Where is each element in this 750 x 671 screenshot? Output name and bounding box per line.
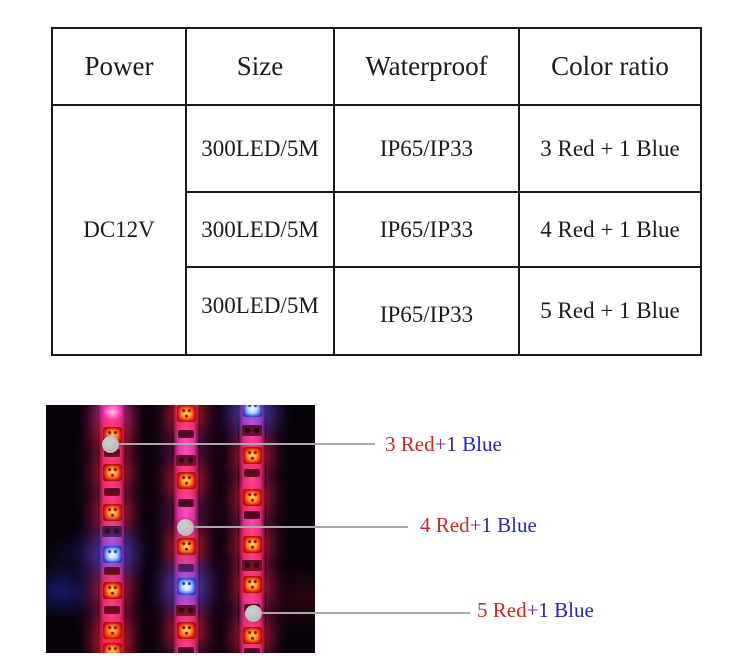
callout-blue-text: 1 Blue xyxy=(446,432,502,456)
solder-pads xyxy=(242,424,262,436)
led-chip-red xyxy=(102,621,122,639)
component-mark xyxy=(244,511,260,519)
led-strip-photo xyxy=(46,405,315,653)
led-chip-red xyxy=(176,621,196,639)
header-color-ratio: Color ratio xyxy=(518,27,702,106)
led-chip-red xyxy=(102,503,122,521)
component-mark xyxy=(178,430,194,438)
led-chip-blue xyxy=(176,577,196,595)
cell-waterproof-1: IP65/IP33 xyxy=(333,104,520,193)
led-chip-red xyxy=(242,626,262,644)
led-chip-red xyxy=(242,446,262,464)
led-chip-red xyxy=(242,575,262,593)
cell-size-3-text: 300LED/5M xyxy=(201,293,319,318)
component-mark xyxy=(244,469,260,477)
callout-blue-text: 1 Blue xyxy=(538,598,594,622)
header-power: Power xyxy=(51,27,187,106)
solder-pads xyxy=(102,525,122,537)
led-chip-red xyxy=(102,581,122,599)
led-chip-pink xyxy=(102,405,122,420)
header-size: Size xyxy=(185,27,335,106)
component-mark xyxy=(178,647,194,653)
component-mark xyxy=(178,499,194,507)
cell-waterproof-2: IP65/IP33 xyxy=(333,191,520,268)
callout-line-3 xyxy=(253,612,470,614)
callout-blue-text: 1 Blue xyxy=(481,513,537,537)
led-chip-red xyxy=(242,488,262,506)
component-mark xyxy=(104,488,120,496)
callout-red-text: 5 Red xyxy=(477,598,527,622)
cell-color-ratio-3: 5 Red + 1 Blue xyxy=(518,266,702,356)
table-row: 300LED/5M IP65/IP33 4 Red + 1 Blue xyxy=(52,191,702,268)
led-chip-red xyxy=(176,537,196,555)
led-chip-red xyxy=(102,642,122,653)
callout-plus-text: + xyxy=(526,598,539,622)
cell-color-ratio-1: 3 Red + 1 Blue xyxy=(518,104,702,193)
solder-pads xyxy=(176,454,196,466)
callout-red-text: 4 Red xyxy=(420,513,470,537)
table-row: DC12V 300LED/5M IP65/IP33 3 Red + 1 Blue xyxy=(51,104,702,356)
callout-plus-text: + xyxy=(469,513,482,537)
component-mark xyxy=(104,449,120,457)
component-mark xyxy=(104,567,120,575)
callout-dot-2 xyxy=(177,519,194,536)
cell-waterproof-3-text: IP65/IP33 xyxy=(379,302,474,327)
led-chip-red xyxy=(102,463,122,481)
solder-pads xyxy=(176,604,196,616)
component-mark xyxy=(244,648,260,653)
component-mark xyxy=(178,564,194,572)
cell-waterproof-3: IP65/IP33 xyxy=(333,266,520,356)
cell-size-1: 300LED/5M xyxy=(185,104,335,193)
spec-table: Power Size Waterproof Color ratio DC12V … xyxy=(51,27,702,356)
callout-red-text: 3 Red xyxy=(385,432,435,456)
led-chip-red xyxy=(176,471,196,489)
callout-line-2 xyxy=(185,526,408,528)
callout-plus-text: + xyxy=(434,432,447,456)
cell-size-2: 300LED/5M xyxy=(185,191,335,268)
header-waterproof: Waterproof xyxy=(333,27,520,106)
led-chip-red xyxy=(176,405,196,422)
callout-label-2: 4 Red+1 Blue xyxy=(420,513,537,537)
callout-dot-3 xyxy=(245,605,262,622)
callout-dot-1 xyxy=(102,436,119,453)
component-mark xyxy=(104,606,120,614)
callout-label-1: 3 Red+1 Blue xyxy=(385,432,502,456)
led-chip-blue xyxy=(242,405,262,417)
led-chip-red xyxy=(242,535,262,553)
cell-color-ratio-2: 4 Red + 1 Blue xyxy=(518,191,702,268)
cell-size-3: 300LED/5M xyxy=(185,266,335,356)
led-chip-blue xyxy=(102,545,122,563)
cell-power-value: DC12V xyxy=(51,104,187,356)
solder-pads xyxy=(242,559,262,571)
callout-line-1 xyxy=(110,443,375,445)
callout-label-3: 5 Red+1 Blue xyxy=(477,598,594,622)
spec-table-header-row: Power Size Waterproof Color ratio xyxy=(51,27,702,106)
table-row: 300LED/5M IP65/IP33 5 Red + 1 Blue xyxy=(52,266,702,356)
